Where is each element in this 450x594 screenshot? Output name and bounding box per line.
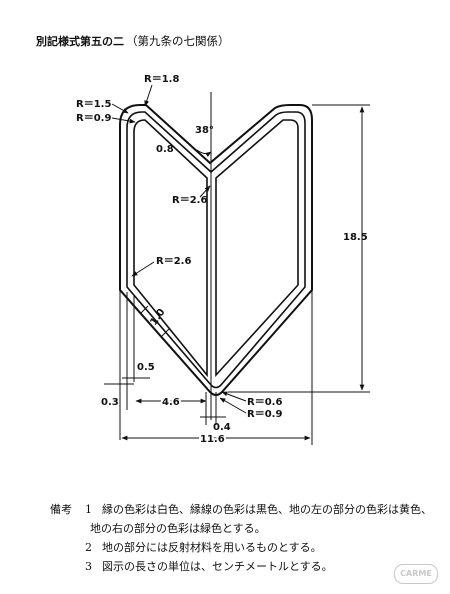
note-text: 地の部分には反射材料を用いるものとする。 [102,541,322,554]
note-text: 縁の色彩は白色、縁線の色彩は黒色、地の左の部分の色彩は黄色、 [102,503,432,516]
right-panel [215,119,299,378]
title-main: 別記様式第五の二 [36,35,124,48]
leader-r-1-5 [111,103,129,114]
dim-1-0-b [161,327,171,337]
label-d-0-3: 0.3 [101,397,119,408]
label-r-0-6: R＝0.6 [247,397,282,408]
outline-middle [126,111,306,389]
label-angle-38: 38° [195,125,214,136]
notes-heading: 備考 [50,503,72,516]
label-d-0-5: 0.5 [137,362,155,373]
leader-r-2-6-center [199,185,211,198]
leader-r-0-9-top [111,117,136,124]
label-r-1-8: R＝1.8 [144,74,179,85]
title-sub: （第九条の七関係） [126,34,230,48]
label-d-0-4: 0.4 [213,422,231,433]
label-d-1-0: 1.0 [148,307,167,328]
label-r-0-9-top: R＝0.9 [76,113,111,124]
label-d-4-6: 4.6 [162,397,180,408]
label-r-0-9-bottom: R＝0.9 [247,409,282,420]
label-r-2-6-center: R＝2.6 [172,195,207,206]
leader-r-1-8 [144,84,153,107]
leader-r-2-6-left [131,261,155,277]
dim-1-0-a [139,305,149,315]
label-width-11-6: 11.6 [200,434,225,445]
note-text-continued: 地の右の部分の色彩は緑色とする。 [90,522,266,535]
label-d-0-8: 0.8 [156,144,174,155]
angle-arc [196,149,212,157]
watermark-logo: CARME [394,564,438,584]
page-title: 別記様式第五の二（第九条の七関係） [36,33,230,49]
outline-outer [119,104,313,396]
leader-r-0-6 [221,391,247,402]
note-number: 2 [85,541,92,554]
note-number: 1 [85,503,92,516]
left-panel [133,119,208,378]
leader-r-0-9-bottom [219,397,247,414]
label-r-2-6-left: R＝2.6 [156,256,191,267]
note-text: 図示の長さの単位は、センチメートルとする。 [102,560,333,573]
note-number: 3 [85,560,92,573]
label-height-18-5: 18.5 [343,232,368,243]
label-r-1-5: R＝1.5 [76,99,111,110]
